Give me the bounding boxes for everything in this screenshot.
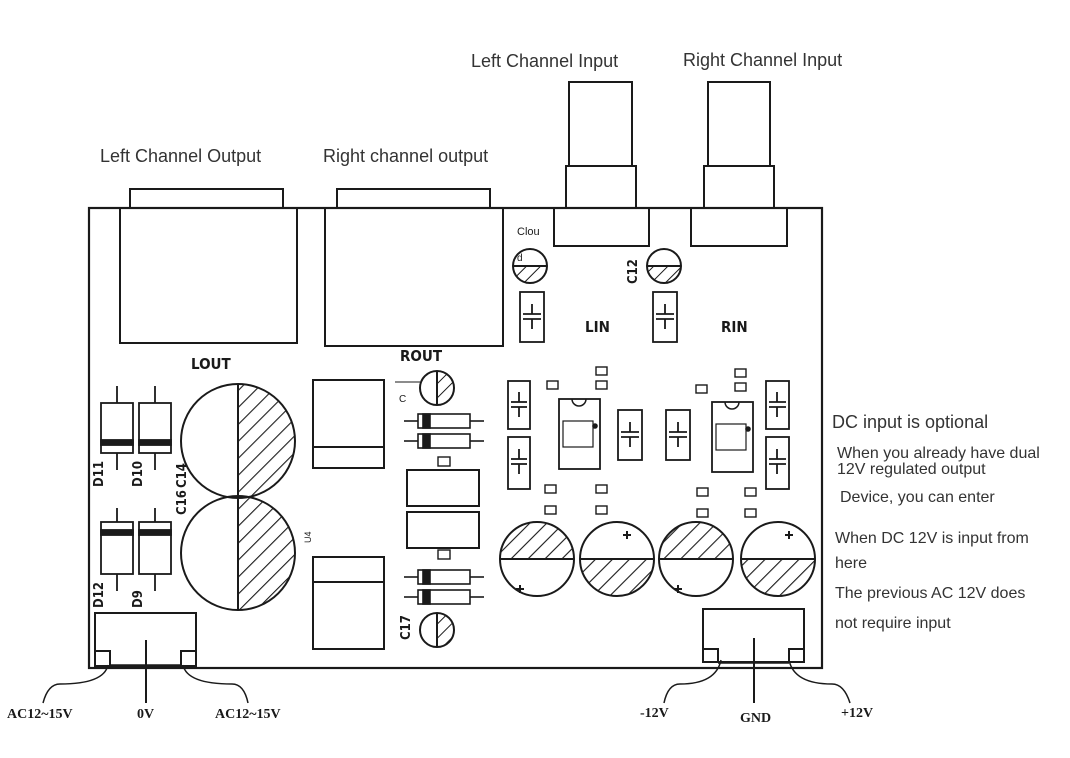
label-c12: C12	[626, 259, 641, 284]
resistor-lower	[406, 511, 480, 549]
label-c17: C17	[399, 615, 414, 640]
note-line-6: The previous AC 12V does	[835, 585, 1026, 602]
resistor-upper	[406, 469, 480, 507]
label-lin: LIN	[585, 318, 610, 336]
note-line-3: Device, you can enter	[840, 489, 995, 506]
label-right-input: Right Channel Input	[683, 50, 842, 70]
smd-pads	[437, 366, 757, 560]
note-title: DC input is optional	[832, 412, 989, 432]
note-line-7: not require input	[835, 615, 951, 632]
electrolytic-cap-3	[658, 521, 734, 597]
label-d11: D11	[92, 461, 107, 487]
note-line-2: 12V regulated output	[837, 461, 986, 478]
label-c16: C16	[175, 490, 190, 515]
ic-left	[558, 398, 601, 470]
label-c: C	[399, 394, 406, 405]
ic-right	[711, 401, 754, 473]
label-rout: ROUT	[400, 347, 443, 365]
label-d: d	[517, 253, 523, 264]
ac-terminal-right: AC12~15V	[215, 707, 281, 722]
dc-terminal-neg12: -12V	[640, 706, 669, 721]
label-u4: U4	[303, 531, 313, 543]
left-input-jack	[553, 81, 650, 247]
cap-c12	[646, 248, 682, 284]
label-left-input: Left Channel Input	[471, 51, 618, 71]
ac-terminal-left: AC12~15V	[7, 707, 73, 722]
cap-c16	[180, 495, 296, 611]
left-output-jack	[119, 188, 298, 344]
note-line-4: When DC 12V is input from	[835, 530, 1029, 547]
label-d10: D10	[131, 461, 146, 487]
rectifier-diodes	[100, 386, 172, 591]
right-input-jack	[690, 81, 788, 247]
cap-c11	[512, 248, 548, 284]
electrolytic-cap-4	[740, 521, 816, 597]
ac-terminal-0v: 0V	[137, 707, 154, 722]
label-right-output: Right channel output	[323, 146, 488, 166]
label-lout: LOUT	[191, 355, 231, 373]
label-rin: RIN	[721, 318, 748, 336]
ac-terminal-block	[42, 612, 249, 704]
dc-terminal-pos12: +12V	[841, 706, 873, 721]
cap-c13	[395, 370, 455, 406]
note-line-5: here	[835, 555, 868, 572]
dc-terminal-block	[663, 608, 851, 704]
cap-c14	[180, 383, 296, 499]
right-output-jack	[324, 188, 504, 347]
electrolytic-cap-2	[579, 521, 655, 597]
note-line-1: When you already have dual	[837, 445, 1040, 462]
label-d9: D9	[131, 590, 146, 608]
electrolytic-cap-1	[499, 521, 575, 597]
dc-terminal-gnd: GND	[740, 711, 771, 726]
cap-c17	[419, 612, 455, 648]
small-diodes	[404, 413, 484, 605]
label-c14: C14	[175, 463, 190, 488]
label-clou: Clou	[517, 226, 540, 238]
label-d12: D12	[92, 582, 107, 608]
film-caps	[507, 291, 790, 490]
regulator-u4	[312, 556, 385, 650]
label-left-output: Left Channel Output	[100, 146, 261, 166]
regulator-upper	[312, 379, 385, 469]
